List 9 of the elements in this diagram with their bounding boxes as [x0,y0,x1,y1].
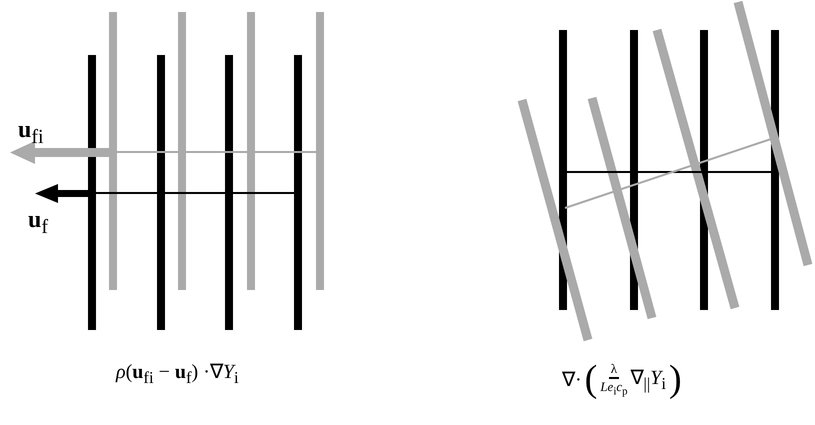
formula-term: ∇$_{||}$Y$_{i}$ [630,366,666,394]
velocity-label: u$_{f}$ [28,208,48,237]
fraction-denominator: Le$_{i}$c$_{p}$ [600,378,628,398]
parenthesis: ) [668,360,682,398]
formula: ρ(u$_{fi}$ − u$_{f}$) ·∇Y$_{i}$ [116,362,239,387]
fraction-numerator: λ [608,360,620,379]
parenthesis: ( [584,360,598,398]
formula-operator: ∇· [562,368,582,392]
velocity-label: u$_{fi}$ [18,118,44,147]
